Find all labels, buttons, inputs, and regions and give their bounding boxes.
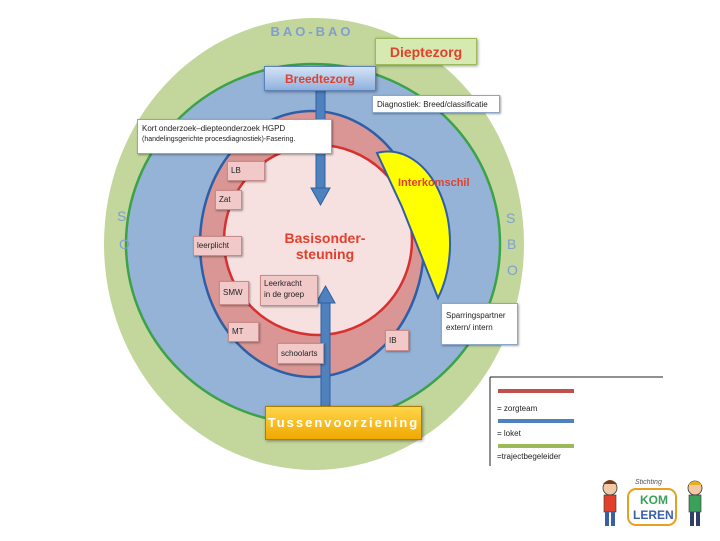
- arrow-up-head: [315, 284, 336, 304]
- sparringspartner-line2: extern/ intern: [446, 323, 493, 332]
- sbo-right-b: B: [507, 236, 517, 252]
- breedtezorg-label: Breedtezorg: [264, 66, 376, 91]
- sparringspartner-box: Sparringspartner extern/ intern: [441, 303, 518, 345]
- legend-label-trajectbegeleider: =trajectbegeleider: [497, 452, 561, 461]
- zat-box: Zat: [215, 190, 242, 210]
- logo-text-kom: KOM: [640, 493, 668, 507]
- basisondersteuning-line1: Basisonder-: [284, 230, 366, 246]
- so-left-s: S: [117, 208, 127, 224]
- diagnostiek-box: Diagnostiek: Breed/classificatie: [372, 95, 500, 113]
- so-left-o: O: [119, 236, 130, 252]
- kort-onderzoek-box: Kort onderzoek–diepteonderzoek HGPD (han…: [137, 119, 332, 154]
- kort-onderzoek-line1: Kort onderzoek–diepteonderzoek HGPD: [142, 124, 286, 133]
- schoolarts-box: schoolarts: [277, 343, 324, 364]
- logo-children-illustration: [602, 480, 703, 526]
- sbo-right-o: O: [507, 262, 518, 278]
- legend-line-loket: [498, 419, 574, 423]
- legend-line-zorgteam: [498, 389, 574, 393]
- outer-ring-label: BAO-BAO: [270, 24, 354, 39]
- kom-leren-logo: Stichting KOM LEREN: [595, 474, 710, 536]
- ib-box: IB: [385, 330, 409, 351]
- logo-text-leren: LEREN: [633, 508, 674, 522]
- basisondersteuning-label: Basisonder- steuning: [270, 230, 380, 262]
- legend-label-loket: = loket: [497, 429, 521, 438]
- arrow-down-head: [310, 187, 331, 207]
- interkomschil-label: Interkomschil: [398, 177, 470, 189]
- sparringspartner-line1: Sparringspartner: [446, 311, 506, 320]
- smw-box: SMW: [219, 281, 249, 305]
- leerkracht-line2: in de groep: [264, 290, 305, 299]
- mt-box: MT: [228, 322, 259, 342]
- leerkracht-line1: Leerkracht: [264, 279, 302, 288]
- legend-label-zorgteam: = zorgteam: [497, 404, 538, 413]
- basisondersteuning-line2: steuning: [295, 246, 355, 262]
- logo-text-top: Stichting: [635, 479, 662, 486]
- tussenvoorziening-box: Tussenvoorziening: [265, 406, 422, 440]
- leerplicht-box: leerplicht: [193, 236, 242, 256]
- interkomschil-segment: [375, 150, 451, 301]
- sbo-right-s: S: [506, 210, 516, 226]
- dieptezorg-label: Dieptezorg: [375, 38, 477, 65]
- lb-box: LB: [227, 161, 265, 181]
- legend-line-trajectbegeleider: [498, 444, 574, 448]
- kort-onderzoek-line2: (handelingsgerichte procesdiagnostiek)-F…: [142, 136, 296, 143]
- leerkracht-box: Leerkracht in de groep: [260, 275, 318, 306]
